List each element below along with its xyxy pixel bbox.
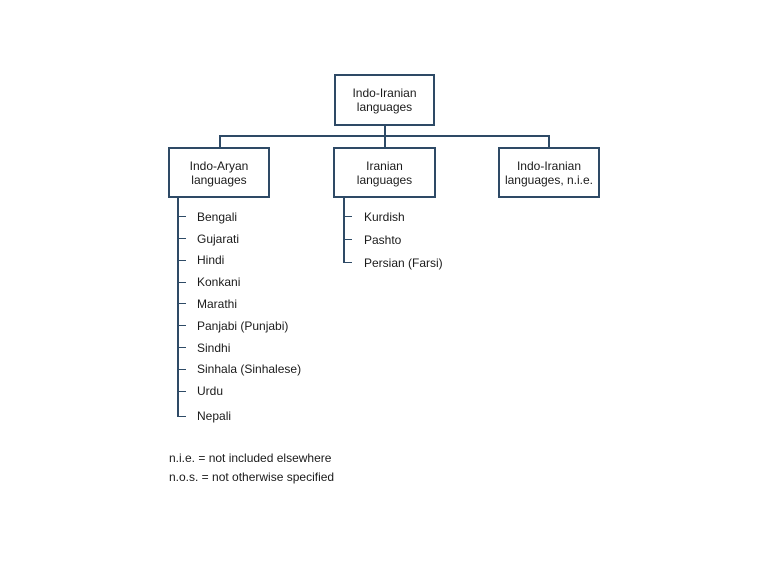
- branch-connector-drop-nie: [548, 135, 550, 148]
- branch-connector-drop-indo-aryan: [219, 135, 221, 148]
- child-tick: [177, 260, 186, 261]
- language-item-marathi: Marathi: [197, 297, 238, 311]
- child-tick: [177, 391, 186, 392]
- child-tick: [343, 239, 352, 240]
- legend-note-nie: n.i.e. = not included elsewhere: [169, 451, 332, 465]
- branch-node-indo-iranian-nie: Indo-Iranian languages, n.i.e.: [498, 147, 600, 198]
- language-item-konkani: Konkani: [197, 275, 241, 289]
- child-tick: [177, 282, 186, 283]
- language-item-sinhala: Sinhala (Sinhalese): [197, 362, 302, 376]
- root-connector-vertical: [384, 126, 386, 136]
- language-item-pashto: Pashto: [364, 233, 402, 247]
- branch-node-iranian: Iranian languages: [333, 147, 436, 198]
- language-item-persian: Persian (Farsi): [364, 256, 443, 270]
- language-item-bengali: Bengali: [197, 210, 238, 224]
- language-item-gujarati: Gujarati: [197, 232, 240, 246]
- language-item-sindhi: Sindhi: [197, 341, 231, 355]
- language-item-hindi: Hindi: [197, 253, 225, 267]
- child-tick: [177, 369, 186, 370]
- language-item-nepali: Nepali: [197, 409, 232, 423]
- child-tick: [177, 238, 186, 239]
- indo-aryan-child-trunk: [177, 198, 179, 417]
- branch-connector-drop-iranian: [384, 135, 386, 148]
- root-node-label: Indo-Iranian languages: [352, 86, 417, 114]
- legend-note-nos: n.o.s. = not otherwise specified: [169, 470, 335, 484]
- child-tick: [177, 325, 186, 326]
- language-item-urdu: Urdu: [197, 384, 224, 398]
- branch-node-indo-aryan: Indo-Aryan languages: [168, 147, 270, 198]
- child-tick: [177, 416, 186, 417]
- child-tick: [177, 303, 186, 304]
- branch-node-label: Indo-Iranian languages, n.i.e.: [504, 158, 594, 187]
- branch-node-label: Indo-Aryan languages: [189, 158, 249, 187]
- root-node-indo-iranian: Indo-Iranian languages: [334, 74, 435, 126]
- language-item-kurdish: Kurdish: [364, 210, 405, 224]
- language-item-panjabi: Panjabi (Punjabi): [197, 319, 289, 333]
- child-tick: [177, 216, 186, 217]
- child-tick: [177, 347, 186, 348]
- child-tick: [343, 216, 352, 217]
- branch-node-label: Iranian languages: [356, 158, 413, 187]
- iranian-child-trunk: [343, 198, 345, 263]
- child-tick: [343, 262, 352, 263]
